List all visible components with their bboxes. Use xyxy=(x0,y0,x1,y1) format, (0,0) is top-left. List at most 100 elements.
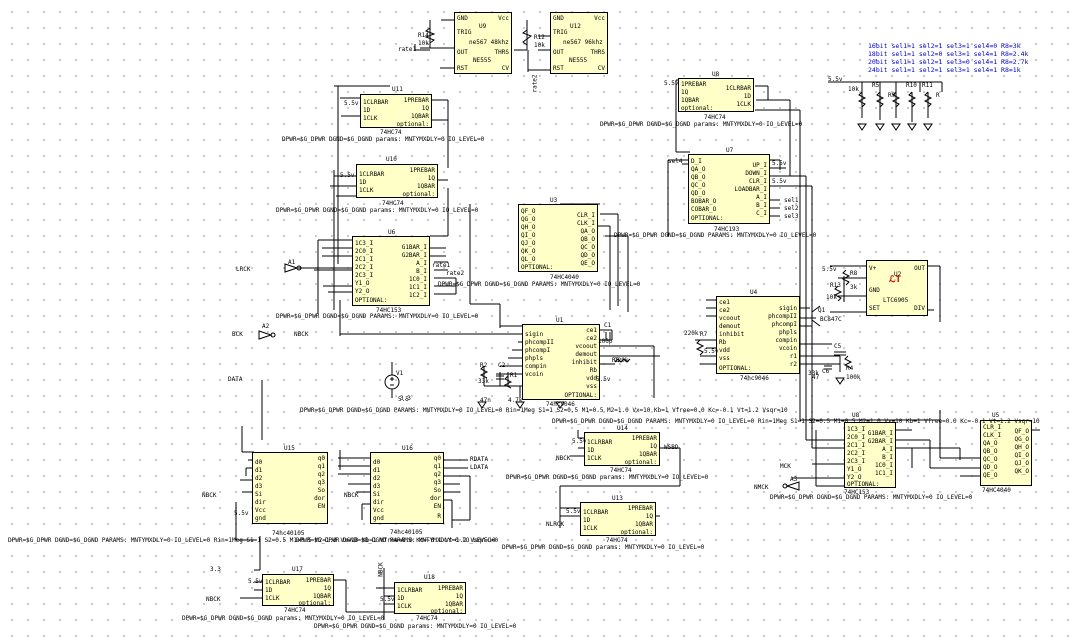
pin: Y1_O xyxy=(355,280,370,287)
pin-thrs: THRS xyxy=(590,49,605,56)
chip-ref: U8 xyxy=(712,71,720,78)
pin-cv: CV xyxy=(597,65,605,72)
pin: 1PREBAR xyxy=(627,505,653,512)
pin: EN xyxy=(433,503,441,510)
pin: phpls xyxy=(778,329,797,336)
part-r4-value: 100k xyxy=(846,374,861,381)
pin: gnd xyxy=(255,515,266,522)
chip-u8b[interactable]: 1C3_I 2C0_I 2C1_I 2C2_I 2C3_I Y1_O Y2_O … xyxy=(844,422,896,488)
chip-ref: U11 xyxy=(392,86,403,93)
pin: q1 xyxy=(317,463,325,470)
pin: LOADBAR_I xyxy=(734,186,767,193)
chip-model: 74HC74 xyxy=(380,129,402,136)
chip-u10[interactable]: 1CLRBAR 1D 1CLK 1PREBAR 1Q 1QBAR optiona… xyxy=(356,164,438,198)
pin: optional: xyxy=(298,600,331,607)
lt-logo-icon: ℒT xyxy=(889,275,901,285)
part-r14-value: 10k xyxy=(418,40,429,47)
pin: C_I xyxy=(756,210,767,217)
chip-u5b[interactable]: CLR_I CLK_I QA_O QB_O QC_O QD_O QE_O QF_… xyxy=(980,420,1032,486)
pin: optional: xyxy=(681,105,714,112)
part-r8: R8 xyxy=(850,270,858,277)
chip-model: NE555 xyxy=(473,57,492,64)
chip-ref: U15 xyxy=(284,445,295,452)
pin: 1QBAR xyxy=(444,601,463,608)
chip-u3[interactable]: QF_O QG_O QH_O QI_O QJ_O QK_O QL_O OPTIO… xyxy=(518,204,598,272)
net-label-5v5: 5.5v xyxy=(772,178,787,185)
pin: 1C3_I xyxy=(355,240,374,247)
voltage-source-icon xyxy=(384,362,400,398)
pin: QL_O xyxy=(521,256,536,263)
pin: CLR_I xyxy=(983,424,1002,431)
pin: vdd xyxy=(719,347,730,354)
chip-u13[interactable]: 1CLRBAR 1D 1CLK 1PREBAR 1Q 1QBAR optiona… xyxy=(580,502,656,536)
pin: CLR_I xyxy=(576,212,595,219)
pin: 1CLK xyxy=(736,101,751,108)
pin-vcc: Vcc xyxy=(498,15,509,22)
part-a1: A1 xyxy=(288,259,296,266)
pin: QH_O xyxy=(521,224,536,231)
pin: ce2 xyxy=(719,307,730,314)
pin-thrs: THRS xyxy=(494,49,509,56)
part-r2: R2 xyxy=(480,362,488,369)
pin: 1CLK xyxy=(583,525,598,532)
chip-ref: U5 xyxy=(992,412,1000,419)
pin: G2BAR_I xyxy=(401,252,427,259)
pin: phcompI xyxy=(771,321,797,328)
pin-1clk: 1CLK xyxy=(359,187,374,194)
chip-u9[interactable]: GND TRIG OUT RST Vcc THRS CV ne567 48khz… xyxy=(454,12,512,74)
pin: 1C0_I xyxy=(408,276,427,283)
pin: 1Q xyxy=(649,443,657,450)
pin: optional: xyxy=(430,608,463,615)
chip-u7[interactable]: D_I QA_O QB_O QC_O QD_O BOBAR_O COBAR_O … xyxy=(688,154,770,224)
pin: A_I xyxy=(882,446,893,453)
pin: q2 xyxy=(317,471,325,478)
chip-u15[interactable]: d0 d1 d2 d3 Si dir Vcc gnd q0 q1 q2 q3 S… xyxy=(252,452,328,524)
chip-u17[interactable]: 1CLRBAR 1D 1CLK 1PREBAR 1Q 1QBAR optiona… xyxy=(262,574,334,607)
capacitor-icon xyxy=(496,332,846,380)
net-label-rate2: rate2 xyxy=(446,270,465,277)
chip-u11[interactable]: 1CLRBAR 1D 1CLK 1PREBAR 1Q 1QBAR optiona… xyxy=(360,94,432,128)
pin-1qbar: 1QBAR xyxy=(410,113,429,120)
net-label-nbck: NBCK xyxy=(556,455,571,462)
note-line: 20bit sel1=1 sel2=1 sel3=0 sel4=1 R8=2.7… xyxy=(868,58,1029,66)
part-r3-value: 220k xyxy=(614,357,629,364)
chip-u2[interactable]: V+ GND SET OUT DIV ℒT LTC6905 xyxy=(866,260,928,316)
chip-model: 74HC153 xyxy=(844,489,870,496)
buffer-a3-icon xyxy=(782,481,800,491)
param-text: DPWR=$G_DPWR DGND=$G_DGND PARAMS: MNTYMX… xyxy=(8,537,496,544)
pin: QK_O xyxy=(521,248,536,255)
chip-u14[interactable]: 1CLRBAR 1D 1CLK 1PREBAR 1Q 1QBAR optiona… xyxy=(584,432,660,466)
pin: 1C1_I xyxy=(408,284,427,291)
part-r11: R11 xyxy=(922,82,933,89)
net-label-5v5: 5.5v xyxy=(380,596,395,603)
pin: 1CLRBAR xyxy=(587,439,613,446)
pin: QC_O xyxy=(983,456,998,463)
pin: COBAR_O xyxy=(691,206,717,213)
note-line: 16bit sel1=1 sel2=1 sel3=1 sel4=0 R8=3k xyxy=(868,42,1021,50)
pin: 1CLK xyxy=(397,603,412,610)
pin: demout xyxy=(575,351,597,358)
pin: QC_O xyxy=(691,182,706,189)
param-text: DPWR=$G_DPWR DGND=$G_DGND PARAMS: MNTYMX… xyxy=(552,418,1040,425)
chip-u16[interactable]: d0 d1 d2 d3 Si dir Vcc gnd q0 q1 q2 q3 S… xyxy=(370,452,444,524)
chip-u1[interactable]: sigin phcompII phcompI phpls compin vcoi… xyxy=(522,324,600,400)
pin: ce2 xyxy=(586,335,597,342)
chip-u12[interactable]: GND TRIG OUT RST Vcc THRS CV ne567 96khz… xyxy=(550,12,608,74)
chip-ref: U18 xyxy=(424,574,435,581)
net-label-bck: BCK xyxy=(232,331,243,338)
chip-u18[interactable]: 1CLRBAR 1D 1CLK 1PREBAR 1Q 1QBAR optiona… xyxy=(394,582,466,615)
pin: vdd xyxy=(586,375,597,382)
net-label-sel4: sel4 xyxy=(668,158,683,165)
param-text: DPWR=$G_DPWR DGND=$G_DGND PARAMS: MNTYMX… xyxy=(438,281,641,288)
chip-ref: U12 xyxy=(570,23,581,30)
chip-u8[interactable]: 1PREBAR 1Q 1QBAR optional: 1CLRBAR 1D 1C… xyxy=(678,78,754,112)
chip-ref: U9 xyxy=(479,23,487,30)
pin: QA_O xyxy=(580,228,595,235)
pin: q0 xyxy=(317,455,325,462)
chip-u4[interactable]: ce1 ce2 vcoout demout inhibit Rb vdd vss… xyxy=(716,296,800,374)
pin: sigin xyxy=(778,305,797,312)
pin: ce1 xyxy=(586,327,597,334)
chip-u6[interactable]: 1C3_I 2C0_I 2C1_I 2C2_I 2C3_I Y1_O Y2_O … xyxy=(352,236,430,306)
pin-1clrbar: 1CLRBAR xyxy=(363,99,389,106)
